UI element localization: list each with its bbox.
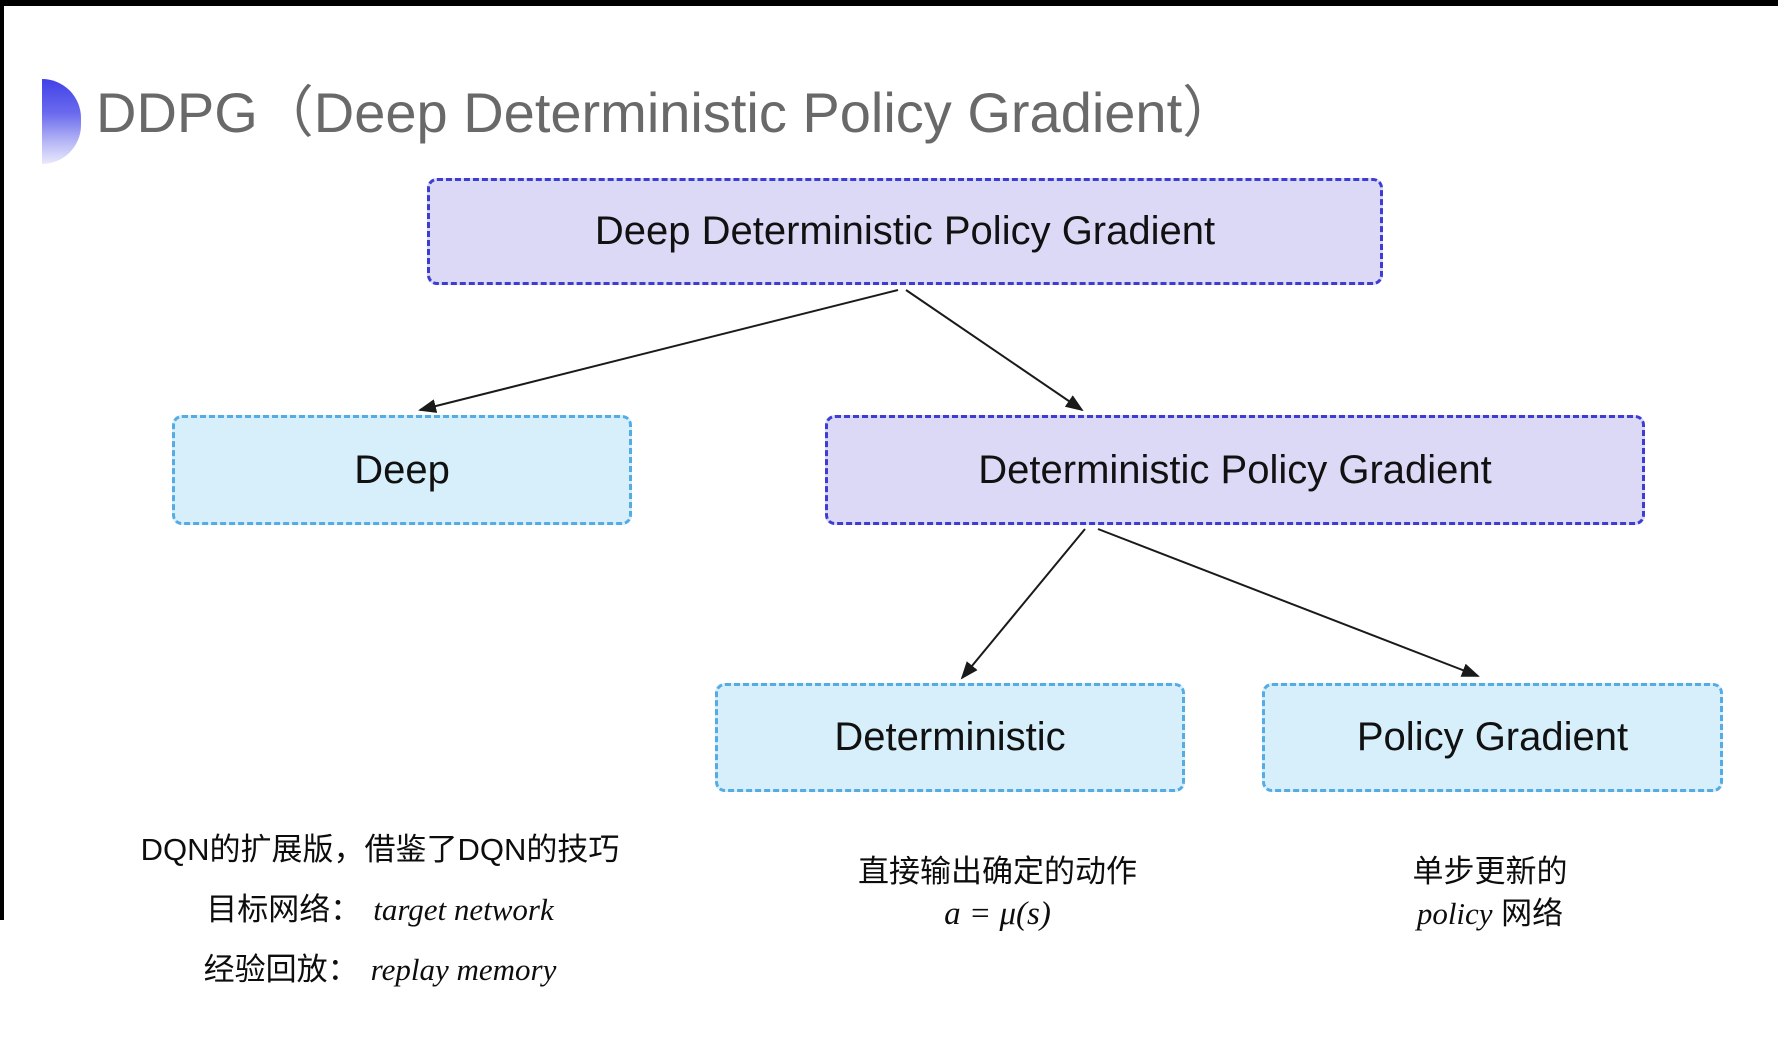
- annotation-line: 直接输出确定的动作: [775, 851, 1220, 893]
- annotation-text-zh: 单步更新的: [1412, 854, 1568, 889]
- node-policy-gradient: Policy Gradient: [1262, 683, 1723, 792]
- node-label: Deterministic: [834, 715, 1066, 759]
- annotation-text-zh: 目标网络：: [206, 892, 362, 927]
- node-deterministic-policy-gradient: Deterministic Policy Gradient: [825, 415, 1645, 525]
- annotation-text-zh: 网络: [1492, 896, 1564, 931]
- annotation-term-policy: policy: [1416, 896, 1493, 931]
- annotation-deterministic-notes: 直接输出确定的动作 a = μ(s): [775, 851, 1220, 935]
- node-label: Deterministic Policy Gradient: [978, 447, 1492, 492]
- node-deep: Deep: [172, 415, 632, 525]
- annotation-line: 目标网络： target network: [90, 880, 670, 940]
- title-bullet-icon: [42, 79, 81, 164]
- annotation-text-zh: 经验回放：: [203, 952, 359, 987]
- node-deep-deterministic-policy-gradient: Deep Deterministic Policy Gradient: [427, 178, 1383, 285]
- annotation-text-zh: 直接输出确定的动作: [858, 854, 1137, 889]
- node-label: Policy Gradient: [1356, 715, 1629, 759]
- annotation-line: 经验回放： replay memory: [90, 940, 670, 1000]
- edge-root-to-deep: [418, 289, 899, 413]
- annotation-deep-notes: DQN的扩展版，借鉴了DQN的技巧 目标网络： target network 经验…: [90, 820, 670, 1000]
- edge-root-to-dpg: [905, 289, 1084, 412]
- edge-dpg-to-deterministic: [960, 528, 1086, 680]
- annotation-line: 单步更新的: [1290, 851, 1690, 893]
- node-label: Deep Deterministic Policy Gradient: [594, 209, 1216, 253]
- annotation-policy-gradient-notes: 单步更新的 policy 网络: [1290, 851, 1690, 935]
- annotation-term-replay-memory: replay memory: [370, 952, 557, 987]
- page-title: DDPG（Deep Deterministic Policy Gradient）: [96, 81, 1239, 144]
- annotation-line: DQN的扩展版，借鉴了DQN的技巧: [90, 820, 670, 880]
- top-letterbox-border: [0, 0, 1778, 6]
- annotation-term-target-network: target network: [373, 892, 554, 927]
- annotation-text-zh: DQN的扩展版，借鉴了DQN的技巧: [140, 832, 620, 867]
- node-deterministic: Deterministic: [715, 683, 1185, 792]
- node-label: Deep: [354, 447, 450, 492]
- left-letterbox-border: [0, 0, 4, 920]
- annotation-formula: a = μ(s): [944, 896, 1051, 932]
- edge-dpg-to-policy-gradient: [1097, 528, 1480, 677]
- annotation-line: policy 网络: [1290, 893, 1690, 935]
